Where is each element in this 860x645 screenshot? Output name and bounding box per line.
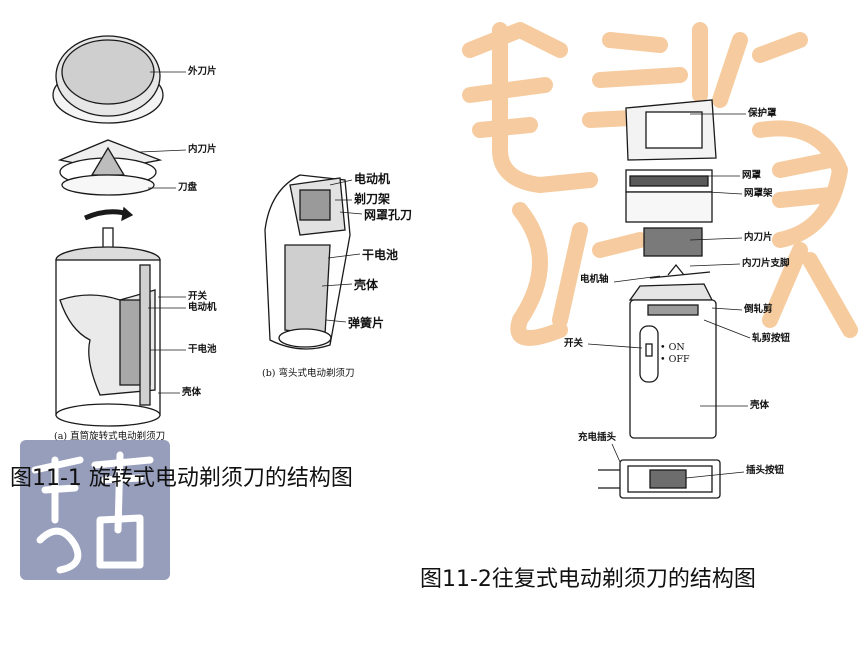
label-shell-b: 壳体 xyxy=(354,278,379,292)
caption-sub-a: (a) 直筒旋转式电动剃须刀 xyxy=(54,431,166,442)
label-cover: 保护罩 xyxy=(748,108,777,119)
label-battery-a: 干电池 xyxy=(188,344,217,355)
label-motor-shaft: 电机轴 xyxy=(580,274,609,285)
label-shell-a: 壳体 xyxy=(182,387,202,398)
label-mesh: 网罩 xyxy=(742,170,762,181)
label-mesh-frame: 网罩架 xyxy=(744,188,773,199)
label-blade-disc: 刀盘 xyxy=(178,182,198,193)
label-spring-plate: 弹簧片 xyxy=(348,316,385,330)
label-trim-button: 轧剪按钮 xyxy=(752,333,791,344)
label-battery-b: 干电池 xyxy=(362,248,399,262)
label-charge-plug: 充电插头 xyxy=(578,432,617,443)
label-plug-button: 插头按钮 xyxy=(746,465,785,476)
label-blade-holder: 剃刀架 xyxy=(354,192,391,206)
label-trimmer: 倒轧剪 xyxy=(744,304,773,315)
label-inner-blade-bracket: 内刀片支脚 xyxy=(742,258,790,269)
label-mesh-hole-blade: 网罩孔刀 xyxy=(364,208,413,222)
label-shell-2: 壳体 xyxy=(750,400,770,411)
label-motor-b: 电动机 xyxy=(354,172,391,186)
label-inner-blade-2: 内刀片 xyxy=(744,232,773,243)
caption-sub-b: (b) 弯头式电动剃须刀 xyxy=(262,368,355,379)
label-on: • ON xyxy=(660,342,685,353)
label-switch-a: 开关 xyxy=(188,291,208,302)
label-outer-blade: 外刀片 xyxy=(188,66,217,77)
label-off: • OFF xyxy=(660,354,690,365)
figure-2-caption: 图11-2往复式电动剃须刀的结构图 xyxy=(420,567,756,592)
label-motor-a: 电动机 xyxy=(188,302,217,313)
label-inner-blade: 内刀片 xyxy=(188,144,217,155)
figure-1-caption: 图11-1 旋转式电动剃须刀的结构图 xyxy=(10,466,353,491)
label-switch-2: 开关 xyxy=(564,338,584,349)
